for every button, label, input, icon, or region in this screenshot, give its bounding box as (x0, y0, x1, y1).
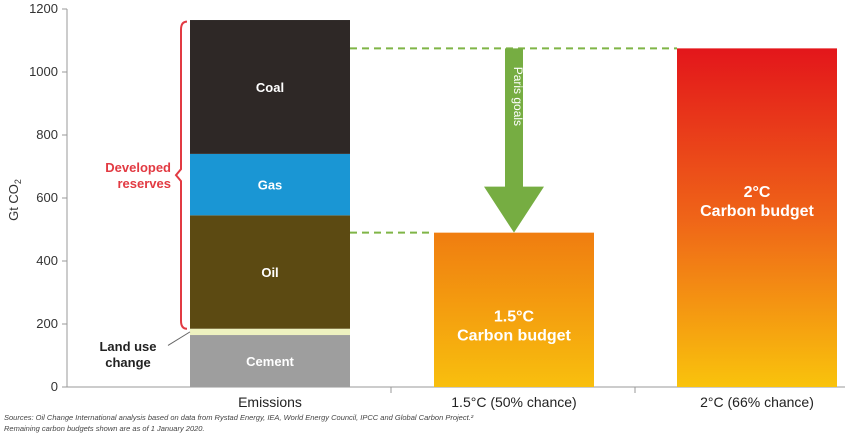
y-tick-label: 0 (51, 379, 58, 394)
bar-segment-label: Oil (261, 265, 278, 280)
budget-label-line1: 2°C (744, 184, 771, 201)
y-tick-label: 1200 (29, 1, 58, 16)
budget-label-line1: 1.5°C (494, 308, 535, 325)
bar-segment-oil (190, 215, 350, 329)
developed-reserves-bracket (174, 20, 188, 330)
y-tick-label: 600 (36, 190, 58, 205)
y-tick-label: 800 (36, 127, 58, 142)
bar-segment-label: Coal (256, 80, 284, 95)
land-use-label-line1: Land use (99, 339, 156, 354)
sources-line-1: Sources: Oil Change International analys… (4, 413, 474, 422)
budget-label-line2: Carbon budget (457, 327, 571, 344)
x-category-label: 2°C (66% chance) (700, 394, 814, 410)
bar-segment-gas (190, 153, 350, 216)
y-axis-label: Gt CO2 (6, 179, 23, 221)
paris-goals-label: Paris goals (511, 67, 525, 126)
budget-bar (434, 232, 594, 387)
bar-segment-label: Cement (246, 354, 294, 369)
x-category-label: Emissions (238, 394, 302, 410)
sources-note: Sources: Oil Change International analys… (4, 412, 844, 434)
y-tick-label: 400 (36, 253, 58, 268)
land-use-label-line2: change (105, 355, 151, 370)
bar-segment-land-use-change (190, 328, 350, 336)
budget-label-line2: Carbon budget (700, 203, 814, 220)
bar-segment-cement (190, 335, 350, 387)
paris-goals-arrow (484, 48, 544, 233)
land-use-leader-line (167, 331, 191, 346)
developed-reserves-label-line2: reserves (118, 176, 172, 191)
bar-segment-coal (190, 20, 350, 154)
x-category-label: 1.5°C (50% chance) (451, 394, 576, 410)
y-tick-label: 1000 (29, 64, 58, 79)
developed-reserves-label-line1: Developed (105, 160, 171, 175)
sources-line-2: Remaining carbon budgets shown are as of… (4, 424, 205, 433)
y-tick-label: 200 (36, 316, 58, 331)
budget-bar (677, 48, 837, 387)
bar-segment-label: Gas (258, 178, 283, 193)
